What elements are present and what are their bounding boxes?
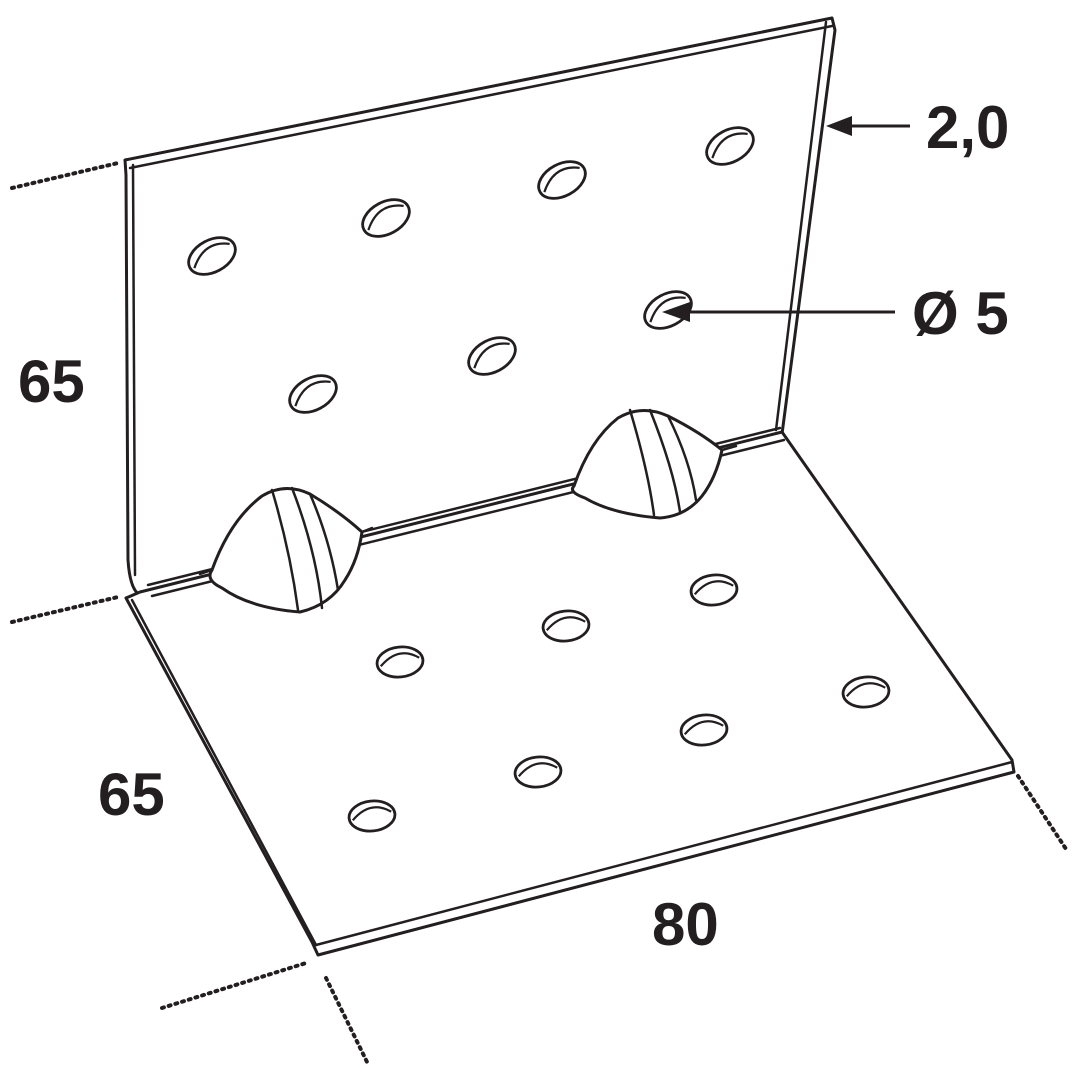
- hole-horizontal-6: [679, 713, 729, 747]
- vertical-leg-thickness-edge: [774, 20, 828, 432]
- extension-line-bottom-left: [160, 961, 308, 1010]
- thickness-arrowhead: [826, 116, 852, 136]
- hole-diameter-label: Ø 5: [912, 280, 1009, 347]
- thickness-callout: 2,0: [826, 94, 1009, 161]
- hole-vertical-4: [705, 126, 755, 166]
- width-label: 80: [652, 891, 719, 958]
- extension-line-right-front: [1016, 774, 1070, 854]
- extension-line-top-left: [10, 161, 120, 190]
- hole-horizontal-2: [541, 609, 591, 643]
- hole-vertical-2: [361, 198, 411, 238]
- hole-horizontal-4: [347, 799, 397, 833]
- hole-horizontal-5: [513, 755, 563, 789]
- vertical-leg-top-edge: [123, 16, 834, 162]
- horizontal-leg-front-edge-lower: [316, 770, 1016, 957]
- vertical-leg-left-edge: [131, 163, 137, 577]
- horizontal-leg-depth-label: 65: [98, 761, 165, 828]
- hole-horizontal-3: [689, 573, 739, 607]
- hole-diameter-callout: Ø 5: [662, 280, 1009, 347]
- hole-vertical-6: [467, 336, 517, 376]
- holes-horizontal-leg: [347, 573, 891, 833]
- hole-vertical-5: [288, 374, 338, 414]
- extension-line-bend-left: [10, 595, 120, 624]
- stiffening-ribs: [198, 408, 738, 614]
- horizontal-leg-left-edge: [130, 598, 318, 947]
- hole-horizontal-7: [841, 675, 891, 709]
- hole-horizontal-1: [375, 645, 425, 679]
- thickness-label: 2,0: [926, 94, 1009, 161]
- stiffening-rib-right: [570, 408, 738, 520]
- vertical-leg-height-label: 65: [18, 348, 85, 415]
- extension-lines: [10, 161, 1070, 1066]
- hole-vertical-3: [537, 160, 587, 200]
- vertical-leg-top-edge-inner: [128, 24, 834, 170]
- stiffening-rib-left: [198, 486, 374, 614]
- hole-diameter-arrowhead: [662, 302, 690, 322]
- hole-vertical-1: [187, 236, 237, 276]
- holes-vertical-leg: [187, 126, 755, 414]
- horizontal-leg-front-edge: [314, 760, 1014, 947]
- extension-line-bottom-front: [324, 976, 370, 1066]
